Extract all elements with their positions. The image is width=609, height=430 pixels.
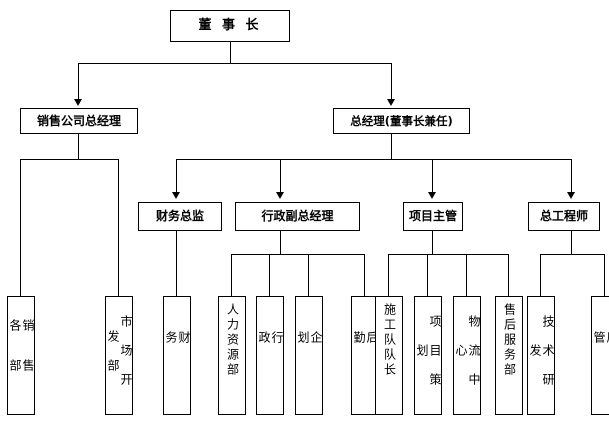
arrowhead-chief-engineer [567, 192, 575, 199]
connector-level3-bus [176, 159, 572, 160]
node-administration[interactable]: 行政 [256, 296, 284, 415]
node-construction-team-leader[interactable]: 施工队队长 [375, 296, 403, 415]
connector-drop-planning [308, 254, 309, 296]
node-project-planning[interactable]: 项目策划 [414, 296, 442, 415]
node-chairman[interactable]: 董 事 长 [170, 10, 290, 42]
connector-chief-engineer-stem [571, 231, 572, 254]
node-planning[interactable]: 企划 [295, 296, 323, 415]
node-hr-dept[interactable]: 人力资源部 [218, 296, 246, 415]
node-general-manager-label: 总经理(董事长兼任) [350, 113, 453, 128]
node-market-dev-dept[interactable]: 市场开发部 [105, 296, 133, 415]
node-logistics-center-label: 物流中心 [454, 315, 481, 402]
node-sales-gm[interactable]: 销售公司总经理 [20, 108, 138, 134]
node-sales-gm-label: 销售公司总经理 [36, 113, 121, 128]
node-market-dev-dept-label: 市场开发部 [106, 315, 133, 402]
connector-drop-tech-rnd [540, 254, 541, 296]
node-after-sales-dept-label: 售后服务部 [502, 303, 517, 378]
arrowhead-project-supervisor [428, 192, 436, 199]
connector-drop-chief-engineer [571, 159, 572, 192]
node-chief-engineer-label: 总工程师 [539, 209, 588, 224]
connector-level2-bus [78, 63, 391, 64]
connector-drop-market-dev [118, 159, 119, 296]
node-after-sales-dept[interactable]: 售后服务部 [495, 296, 523, 415]
connector-gm-stem [391, 134, 392, 159]
node-logistics-center[interactable]: 物流中心 [453, 296, 481, 415]
connector-drop-general-manager [391, 63, 392, 99]
connector-project-supervisor-bus [388, 254, 508, 255]
node-project-supervisor-label: 项目主管 [408, 209, 457, 224]
arrowhead-general-manager [387, 99, 395, 106]
connector-drop-quality-control [604, 254, 605, 296]
connector-drop-admin-deputy-gm [280, 159, 281, 192]
connector-drop-hr-dept [231, 254, 232, 296]
node-hr-dept-label: 人力资源部 [225, 303, 240, 378]
arrowhead-finance-director [172, 192, 180, 199]
node-chairman-label: 董 事 长 [198, 17, 262, 33]
connector-sales-gm-bus [20, 159, 118, 160]
node-construction-team-leader-label: 施工队队长 [382, 303, 397, 378]
node-general-manager[interactable]: 总经理(董事长兼任) [333, 108, 470, 134]
connector-drop-logistics-center [466, 254, 467, 296]
node-quality-control[interactable]: 质管 [591, 296, 609, 415]
node-quality-control-label: 质管 [592, 330, 609, 387]
node-sales-depts[interactable]: 销售各部 [7, 296, 35, 415]
connector-drop-sales-gm [78, 63, 79, 99]
connector-drop-logistics-support [364, 254, 365, 296]
node-project-planning-label: 项目策划 [415, 315, 442, 402]
node-planning-label: 企划 [296, 330, 323, 387]
connector-drop-finance-director [176, 159, 177, 192]
connector-drop-administration [269, 254, 270, 296]
node-tech-rnd-label: 技术研发 [528, 315, 555, 402]
node-project-supervisor[interactable]: 项目主管 [403, 202, 463, 231]
node-sales-depts-label: 销售各部 [8, 318, 35, 399]
connector-admin-deputy-stem [280, 231, 281, 254]
connector-finance-director-stem [176, 231, 177, 296]
connector-drop-project-planning [427, 254, 428, 296]
node-chief-engineer[interactable]: 总工程师 [528, 202, 600, 231]
arrowhead-sales-gm [74, 99, 82, 106]
connector-drop-project-supervisor [432, 159, 433, 192]
connector-chairman-stem [230, 42, 231, 64]
arrowhead-admin-deputy-gm [276, 192, 284, 199]
node-finance[interactable]: 财务 [163, 296, 191, 415]
connector-drop-after-sales [508, 254, 509, 296]
node-tech-rnd[interactable]: 技术研发 [527, 296, 555, 415]
node-administration-label: 行政 [257, 330, 284, 387]
connector-chief-engineer-bus [540, 254, 604, 255]
node-finance-label: 财务 [164, 330, 191, 387]
connector-drop-construction-team-leader [388, 254, 389, 296]
connector-drop-sales-depts [20, 159, 21, 296]
connector-sales-gm-stem [78, 134, 79, 159]
node-finance-director[interactable]: 财务总监 [138, 202, 222, 231]
connector-admin-deputy-bus [231, 254, 364, 255]
connector-project-supervisor-stem [432, 231, 433, 254]
node-admin-deputy-gm-label: 行政副总经理 [261, 209, 334, 224]
node-admin-deputy-gm[interactable]: 行政副总经理 [235, 202, 360, 231]
node-finance-director-label: 财务总监 [155, 209, 204, 224]
